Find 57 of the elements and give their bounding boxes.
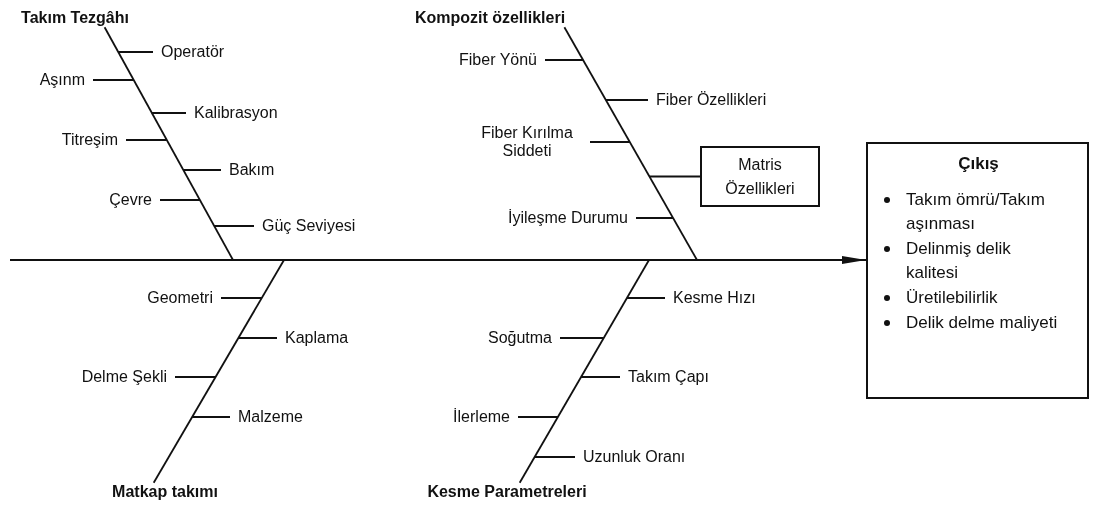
cause-label: Delme Şekli [81, 367, 175, 387]
branch-line [220, 297, 263, 299]
branch-line [92, 79, 135, 81]
branch-line [125, 139, 168, 141]
output-item: Üretilebilirlik [906, 287, 999, 310]
branch-line [182, 169, 222, 171]
cause-label: Geometri [147, 288, 221, 308]
branch-line [159, 199, 201, 201]
branch-line [559, 337, 605, 339]
cause-label: Kaplama [277, 328, 349, 348]
arrow [9, 256, 867, 264]
cause-label: Fiber Özellikleri [648, 90, 767, 110]
cause-label: Fiber Yönü [459, 50, 545, 70]
cause-label: Bakım [221, 160, 275, 180]
cause-label: Malzeme [230, 407, 303, 427]
output-item: Delik delme maliyeti [906, 311, 1059, 334]
cause-label: İyileşme Durumu [507, 208, 636, 228]
cause-label: Aşınm [39, 70, 93, 90]
branch-line [544, 59, 584, 61]
branch-line [626, 297, 666, 299]
cause-label: Kesme Hızı [665, 288, 756, 308]
branch-line [152, 259, 285, 484]
output-heading: Çıkış [957, 154, 1000, 174]
cause-label: Soğutma [487, 328, 560, 348]
output-item: Takım ömrü/Takım aşınması [906, 188, 1046, 236]
branch-line [213, 225, 255, 227]
branch-line [191, 416, 231, 418]
cause-label: Takım Çapı [620, 367, 709, 387]
branch-line [580, 376, 621, 378]
cause-label: Kalibrasyon [186, 103, 278, 123]
output-box [866, 142, 1089, 399]
branch-line [151, 112, 187, 114]
category-label: Matkap takımı [112, 482, 218, 502]
cause-box: Matris Özellikleri [700, 146, 820, 207]
branch-line [174, 376, 217, 378]
branch-line [117, 51, 154, 53]
branch-line [518, 259, 650, 484]
branch-line [517, 416, 559, 418]
output-item: Delinmiş delik kalitesi [906, 237, 1012, 285]
branch-line [589, 141, 631, 143]
branch-line [237, 337, 278, 339]
category-label: Kompozit özellikleri [414, 8, 566, 28]
cause-label: Fiber Kırılma Siddeti [472, 123, 590, 161]
branch-line [605, 99, 649, 101]
branch-line [533, 456, 576, 458]
cause-label: Operatör [153, 42, 225, 62]
cause-label: İlerleme [453, 407, 518, 427]
cause-label: Titreşim [61, 130, 126, 150]
branch-line [563, 26, 698, 261]
category-label: Kesme Parametreleri [427, 482, 587, 502]
cause-label: Çevre [109, 190, 160, 210]
branch-line [103, 26, 234, 261]
branch-line [648, 175, 701, 178]
cause-label: Uzunluk Oranı [575, 447, 686, 467]
branch-line [635, 217, 674, 219]
cause-label: Güç Seviyesi [254, 216, 356, 236]
category-label: Takım Tezgâhı [21, 8, 129, 28]
